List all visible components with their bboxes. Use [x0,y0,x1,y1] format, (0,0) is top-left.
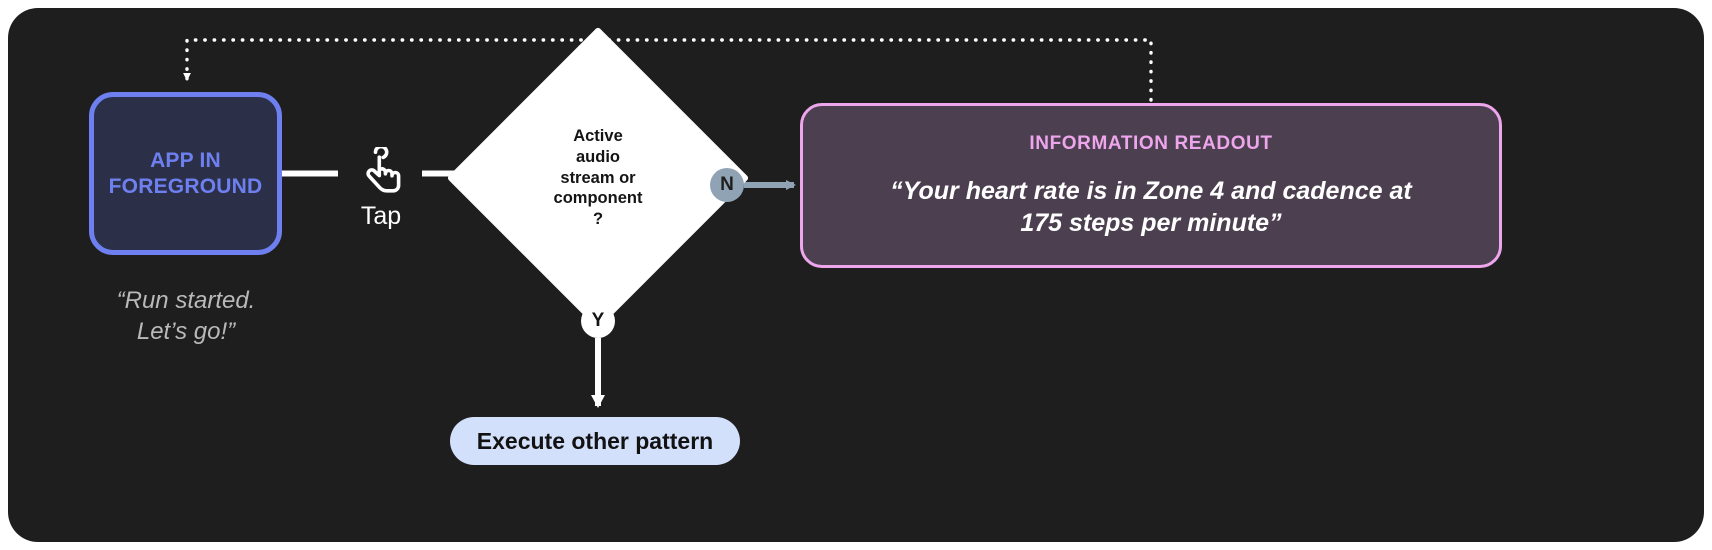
decision-label: Active audio stream or component ? [553,127,643,229]
readout-body: “Your heart rate is in Zone 4 and cadenc… [890,176,1412,237]
branch-badge-yes-label: Y [591,310,605,331]
node-app-in-foreground[interactable]: APP IN FOREGROUND [89,92,282,255]
branch-badge-no: N [710,168,744,202]
diagram-board: APP IN FOREGROUND “Run started. Let’s go… [8,8,1704,542]
edge-feedback-loop [183,38,1153,102]
app-node-label: APP IN FOREGROUND [108,148,263,198]
node-execute-other-pattern[interactable]: Execute other pattern [450,417,740,465]
gesture-tap-label: Tap [360,202,402,230]
gesture-tap-group[interactable]: Tap [344,147,418,229]
execute-other-pattern-label: Execute other pattern [476,427,714,454]
node-decision-audio-stream[interactable]: Active audio stream or component ? [446,26,750,330]
branch-badge-yes: Y [581,304,615,338]
tap-gesture-icon [366,147,401,193]
connector-layer [183,38,1153,408]
app-voice-caption: “Run started. Let’s go!” [116,287,256,345]
node-information-readout[interactable]: INFORMATION READOUT “Your heart rate is … [800,103,1502,268]
branch-badge-no-label: N [720,174,734,195]
readout-title: INFORMATION READOUT [1029,132,1273,154]
